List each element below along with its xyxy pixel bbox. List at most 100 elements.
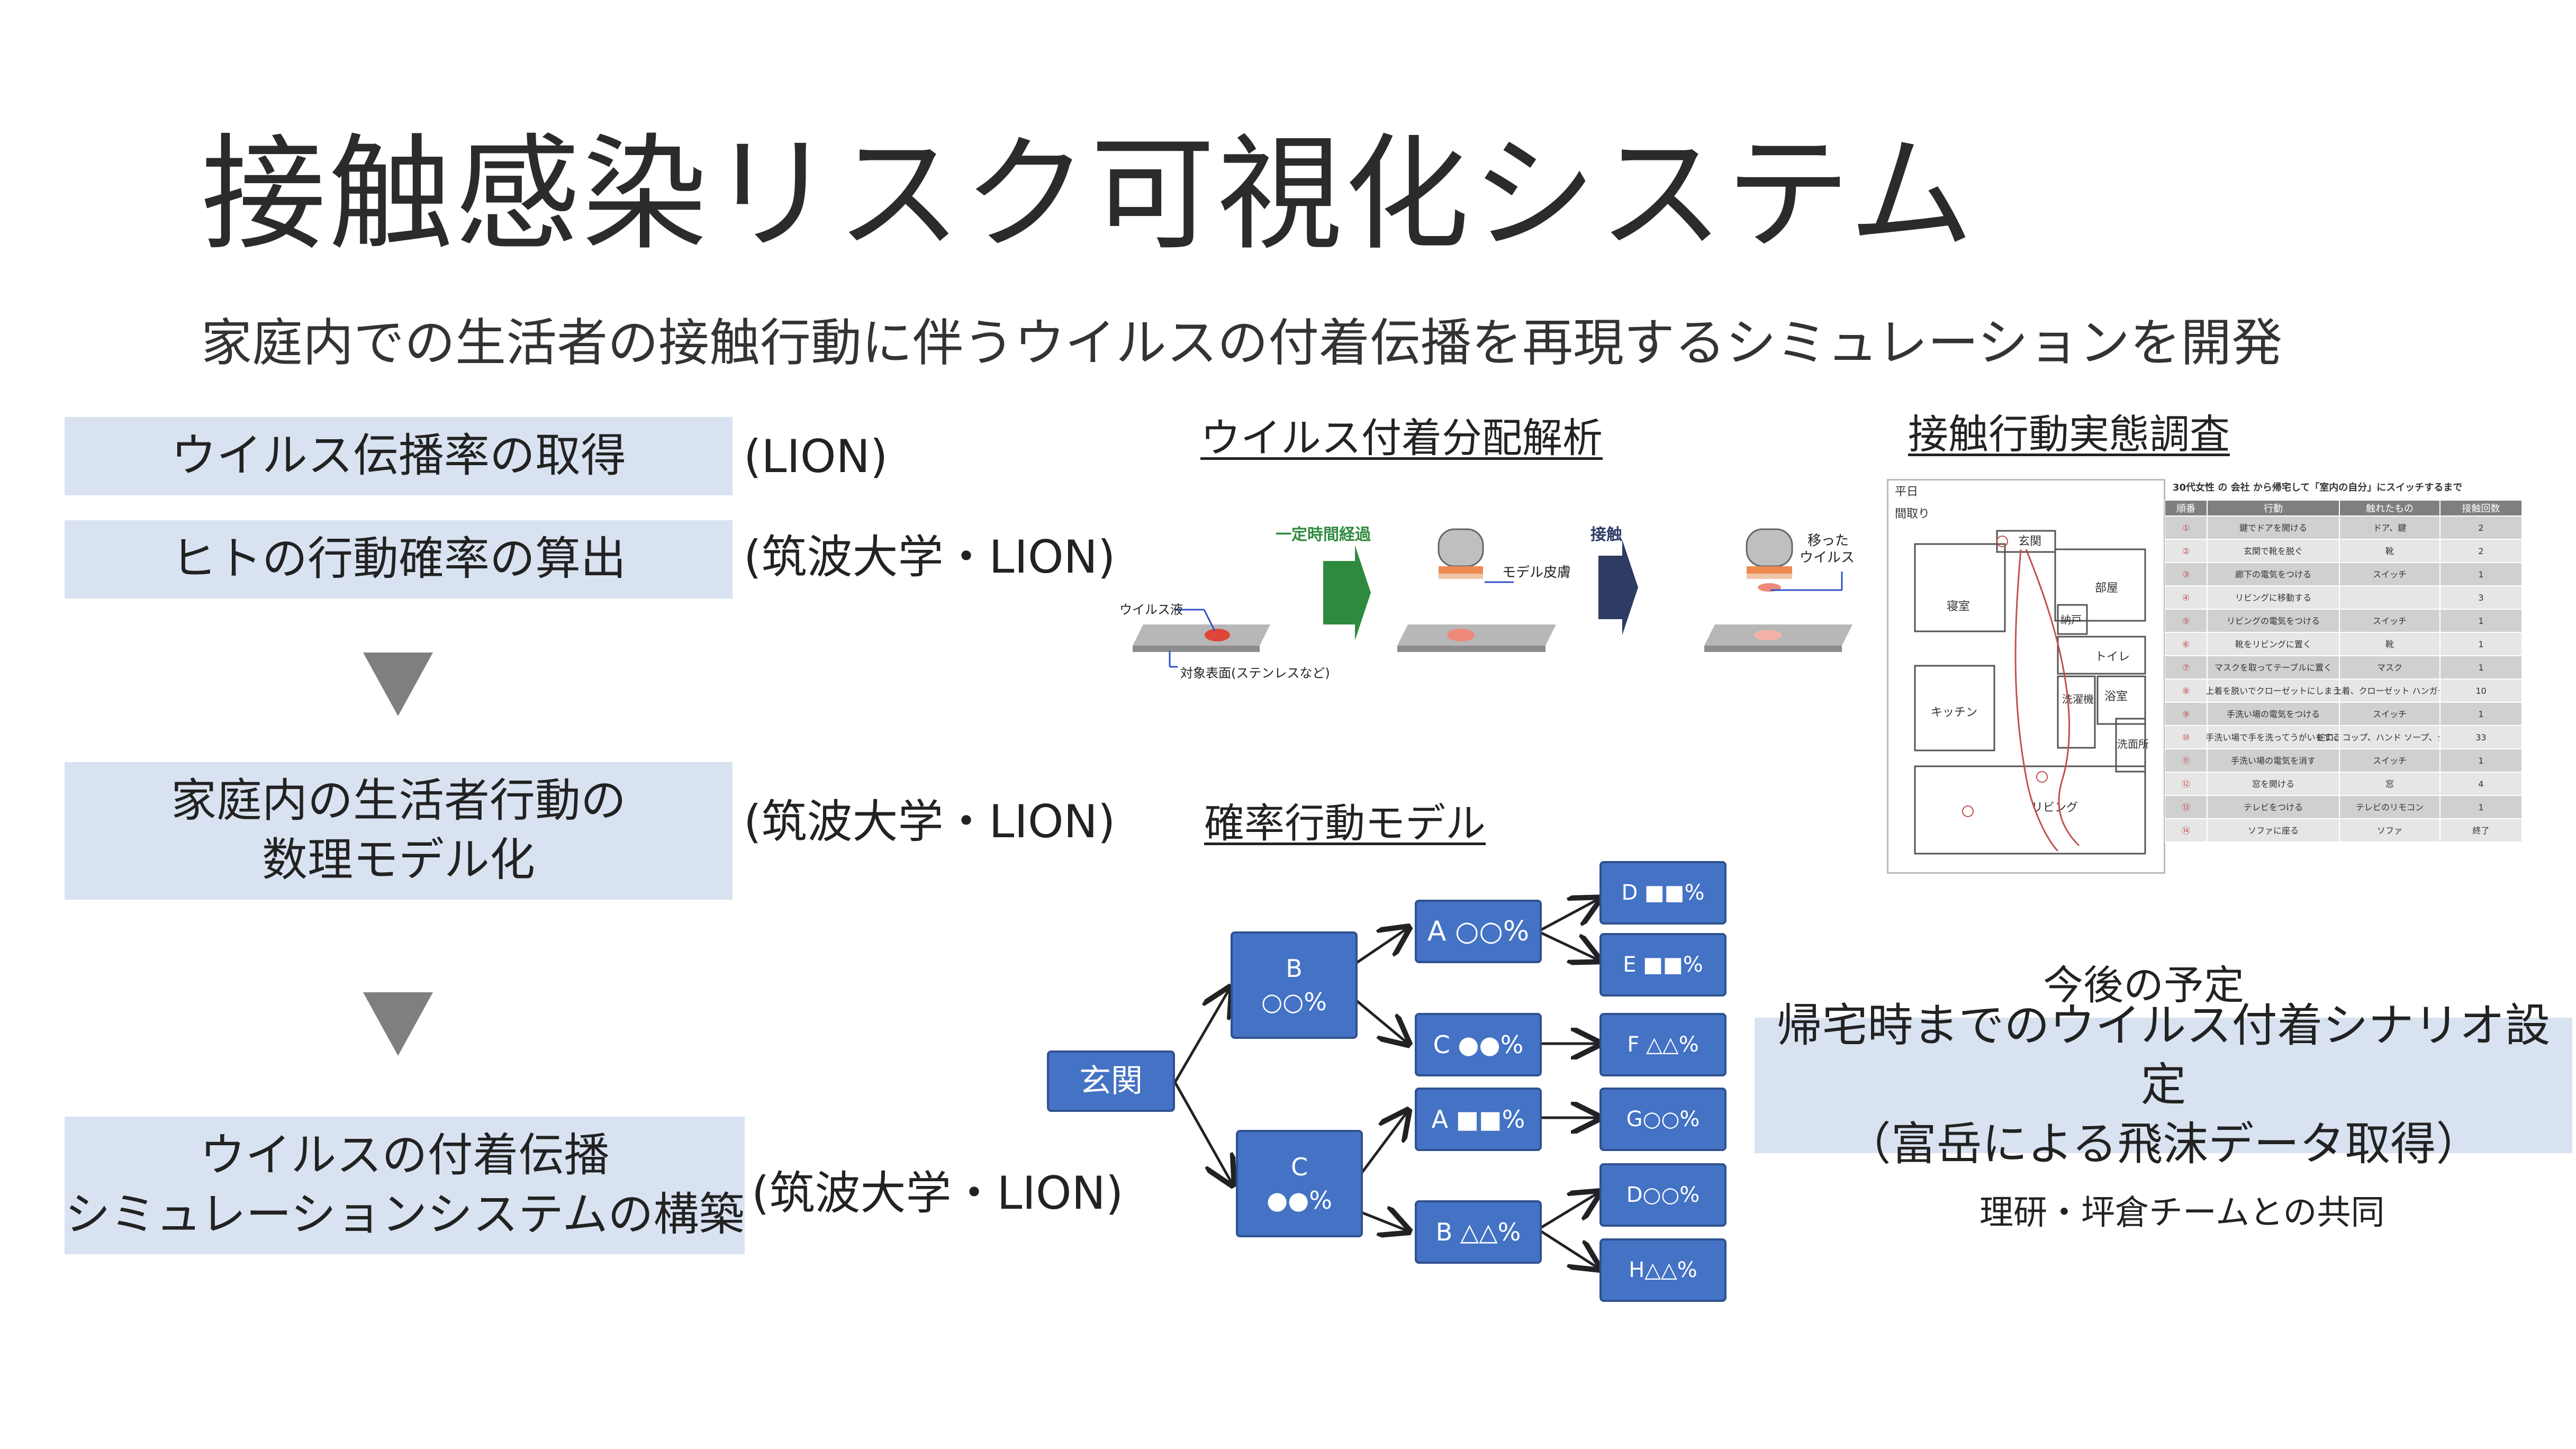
survey-table-cell: スイッチ	[2373, 756, 2407, 766]
survey-table-cell: ⑪	[2182, 756, 2190, 766]
survey-table-cell: 手洗い場の電気を消す	[2231, 756, 2316, 766]
step-3-line-1: 家庭内の生活者行動の	[171, 774, 626, 828]
step-4-org: (筑波大学・LION)	[752, 1167, 1124, 1220]
leaf-f: F △△%	[1599, 1013, 1727, 1076]
survey-table-cell: マスクを取ってテーブルに置く	[2215, 663, 2332, 673]
step-2-org: (筑波大学・LION)	[744, 531, 1116, 584]
virus-spot-1	[1205, 629, 1230, 641]
page-subtitle: 家庭内での生活者の接触行動に伴うウイルスの付着伝播を再現するシミュレーションを開…	[201, 313, 2283, 373]
surface-plate-1	[1133, 624, 1270, 646]
survey-table-cell: 1	[2478, 709, 2483, 719]
survey-table-header: 行動	[2264, 503, 2283, 514]
movement-path	[2014, 549, 2059, 852]
svg-text:玄関: 玄関	[2018, 535, 2041, 548]
leaf-e: E ■■%	[1599, 933, 1727, 997]
step-box-3: 家庭内の生活者行動の 数理モデル化	[65, 762, 733, 900]
model-skin-1	[1439, 566, 1483, 574]
room-bath	[2096, 675, 2146, 725]
future-title: 今後の予定	[2043, 962, 2244, 1009]
room-closet	[2057, 604, 2088, 635]
survey-table-cell: ⑬	[2182, 802, 2190, 812]
room-kitchen	[1914, 665, 1995, 751]
survey-table-cell: ①	[2182, 523, 2190, 533]
survey-table-cell: ソファに座る	[2248, 826, 2299, 836]
label-transferred-1: 移った	[1807, 533, 1849, 549]
survey-table-cell: マスク	[2377, 663, 2402, 673]
label-transferred-2: ウイルス	[1800, 550, 1855, 566]
future-line-1: 帰宅時までのウイルス付着シナリオ設定	[1776, 999, 2551, 1112]
survey-table-cell: ⑩	[2182, 732, 2190, 742]
room-room	[2054, 548, 2146, 622]
page-title: 接触感染リスク可視化システム	[201, 122, 1976, 267]
survey-table-cell: ⑭	[2182, 826, 2190, 836]
survey-table-cell: 1	[2478, 639, 2483, 649]
green-arrow-icon	[1323, 545, 1371, 640]
survey-table-cell: スイッチ	[2373, 709, 2407, 719]
svg-text:部屋: 部屋	[2095, 582, 2118, 595]
survey-table-cell: ⑨	[2182, 709, 2190, 719]
virus-spot-3	[1754, 630, 1782, 640]
room-washer	[2057, 675, 2096, 749]
survey-table-cell: 1	[2478, 802, 2483, 812]
survey-table-cell: ドア、鍵	[2373, 523, 2406, 533]
step-3-line-2: 数理モデル化	[262, 834, 535, 886]
step-3-org: (筑波大学・LION)	[744, 795, 1116, 848]
survey-table-cell: ⑧	[2182, 686, 2190, 696]
node-c2: C ●●%	[1415, 1013, 1542, 1076]
virus-analysis-diagram: ウイルス液 対象表面(ステンレスなど) 一定時間経過 モデル皮膚 接触 移った …	[1119, 526, 1855, 681]
step-box-1: ウイルス伝播率の取得	[65, 417, 733, 495]
survey-table-cell: 鍵でドアを開ける	[2239, 523, 2307, 533]
survey-table-cell: ⑦	[2182, 663, 2190, 673]
survey-table-cell: ソファ	[2377, 826, 2402, 836]
step-2-line-1: ヒトの行動確率の算出	[171, 532, 626, 586]
model-skin-holder-1	[1438, 528, 1484, 567]
survey-table-title: 30代女性 の 会社 から帰宅して「室内の自分」にスイッチするまで	[2173, 482, 2462, 493]
node-b4: B △△%	[1415, 1200, 1542, 1264]
survey-table-cell: 靴	[2385, 639, 2394, 649]
prob-model-connectors	[1173, 847, 1741, 1312]
survey-table-cell: 1	[2478, 663, 2483, 673]
survey-table: 30代女性 の 会社 から帰宅して「室内の自分」にスイッチするまで 順番 行動 触れ…	[2164, 479, 2523, 849]
survey-table-cell: ⑥	[2182, 639, 2190, 649]
future-box: 帰宅時までのウイルス付着シナリオ設定 （富岳による飛沫データ取得）	[1755, 999, 2572, 1171]
survey-table-cell: 4	[2478, 779, 2483, 789]
model-skin-holder-2	[1746, 528, 1793, 567]
future-line-2: （富岳による飛沫データ取得）	[1845, 1117, 2482, 1171]
virus-analysis-heading: ウイルス付着分配解析	[1200, 414, 1603, 461]
down-arrow-icon	[363, 992, 433, 1056]
survey-table-header: 順番	[2176, 503, 2195, 514]
survey-table-cell: 1	[2478, 616, 2483, 626]
node-b: B ○○%	[1231, 931, 1358, 1039]
survey-table-cell: リビングに移動する	[2235, 593, 2311, 603]
label-time: 一定時間経過	[1276, 526, 1371, 544]
survey-table-cell: スイッチ	[2373, 569, 2407, 579]
down-arrow-icon	[363, 653, 433, 716]
survey-table-cell: 上着を脱いでクローゼットにしまう	[2206, 686, 2341, 696]
room-toilet	[2057, 636, 2146, 675]
survey-table-cell: 靴	[2385, 546, 2394, 556]
step-box-4: ウイルスの付着伝播 シミュレーションシステムの構築	[65, 1117, 745, 1254]
survey-table-cell: テレビのリモコン	[2356, 802, 2424, 812]
label-skin: モデル皮膚	[1502, 565, 1571, 581]
step-4-line-2: シミュレーションシステムの構築	[65, 1188, 745, 1241]
node-a1: A ○○%	[1415, 900, 1542, 963]
leaf-g: G○○%	[1599, 1088, 1727, 1151]
survey-table-header: 接触回数	[2462, 503, 2500, 514]
floor-plan: 平日 間取り 寝室 玄関 部屋 納戸 トイレ 浴室 洗濯機 キッチン 洗面所 リ…	[1887, 479, 2165, 874]
survey-table-cell: リビングの電気をつける	[2227, 616, 2320, 626]
step-4-line-1: ウイルスの付着伝播	[200, 1129, 610, 1182]
plan-title: 間取り	[1895, 508, 1930, 521]
survey-table-header: 触れたもの	[2366, 503, 2414, 514]
survey-table-cell: 2	[2478, 546, 2483, 556]
survey-table-cell: ⑤	[2182, 616, 2190, 626]
room-washroom	[2115, 718, 2146, 773]
survey-table-cell: 玄関で靴を脱ぐ	[2244, 546, 2303, 556]
survey-table-cell: 上着、クローゼット ハンガー	[2333, 686, 2446, 696]
svg-text:納戸: 納戸	[2060, 613, 2082, 626]
surface-plate-2	[1397, 624, 1556, 646]
survey-table-cell: 10	[2475, 686, 2486, 696]
step-1-line-1: ウイルス伝播率の取得	[171, 429, 626, 483]
survey-table-cell: 終了	[2472, 826, 2489, 836]
label-surface: 対象表面(ステンレスなど)	[1180, 666, 1330, 681]
svg-text:寝室: 寝室	[1947, 600, 1970, 613]
